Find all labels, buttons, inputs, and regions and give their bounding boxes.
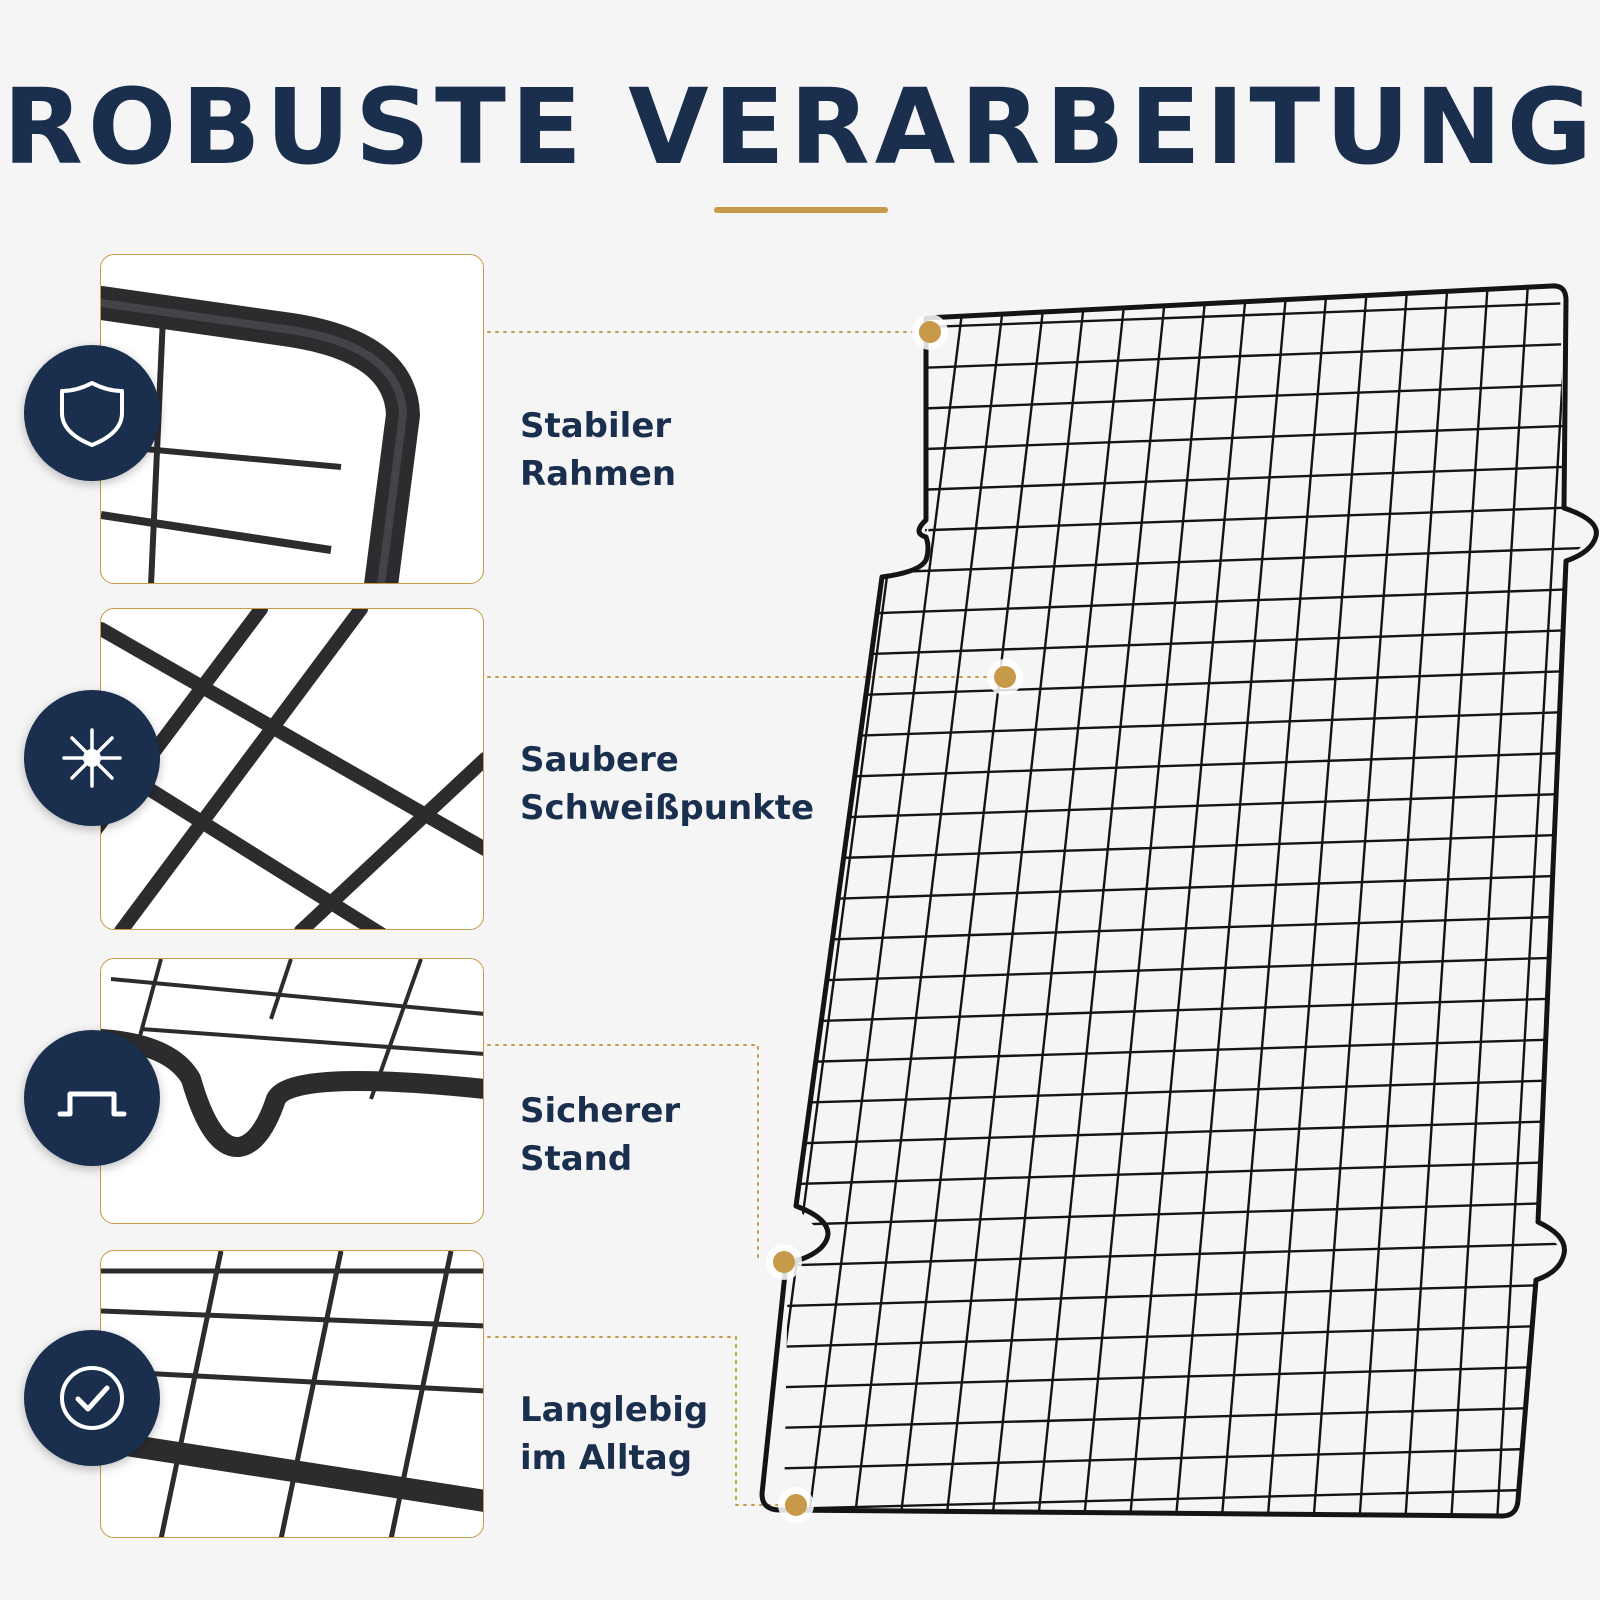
rack-grid-horizontal-wire	[784, 587, 1596, 620]
rack-grid-vertical-wire	[988, 286, 1132, 1515]
marker-dot	[919, 321, 941, 343]
badge-shield	[24, 345, 160, 481]
rack-grid-horizontal-wire	[784, 1241, 1596, 1268]
rack-grid-horizontal-wire	[784, 791, 1596, 822]
feature-label-weld-line1: Saubere	[520, 740, 679, 780]
rack-grid-horizontal-wire	[784, 423, 1596, 457]
rack-grid-horizontal-wire	[784, 1446, 1596, 1471]
rack-grid-horizontal-wire	[784, 1037, 1596, 1066]
rack-grid-horizontal-wire	[784, 1486, 1596, 1512]
rack-grid-horizontal-wire	[784, 1282, 1596, 1309]
feature-label-stand-line1: Sicherer	[520, 1091, 681, 1131]
headline-underline	[714, 207, 888, 213]
badge-stand	[24, 1030, 160, 1166]
rack-grid-vertical-wire	[1356, 286, 1452, 1515]
shield-icon	[60, 381, 124, 447]
rack-grid-vertical-wire	[1080, 286, 1212, 1515]
feature-card-weld	[100, 608, 484, 930]
rack-grid-horizontal-wire	[784, 873, 1596, 903]
rack-grid-vertical-wire	[1218, 286, 1332, 1515]
marker-dot	[785, 1494, 807, 1516]
rack-grid-horizontal-wire	[784, 1118, 1596, 1147]
badge-weld	[24, 690, 160, 826]
rack-grid-horizontal-wire	[784, 1405, 1596, 1431]
rack-grid-horizontal-wire	[784, 628, 1596, 660]
rack-grid-vertical-wire	[1172, 286, 1292, 1515]
rack-grid-horizontal-wire	[784, 996, 1596, 1025]
feature-label-stand-line2: Stand	[520, 1139, 633, 1179]
feature-label-frame: Stabiler Rahmen	[520, 402, 820, 498]
rack-grid-horizontal-wire	[784, 341, 1596, 376]
rack-grid-horizontal-wire	[784, 382, 1596, 417]
feature-label-frame-line1: Stabiler	[520, 406, 672, 446]
rack-grid-horizontal-wire	[784, 546, 1596, 579]
rack-grid-horizontal-wire	[784, 832, 1596, 863]
rack-grid-vertical-wire	[1264, 286, 1372, 1515]
badge-durable	[24, 1330, 160, 1466]
rack-grid-horizontal-wire	[784, 1364, 1596, 1390]
weld-points-closeup	[101, 609, 483, 929]
rack-grid-vertical-wire	[1126, 286, 1252, 1515]
check-circle-icon	[60, 1366, 124, 1430]
rack-grid-vertical-wire	[1494, 286, 1572, 1515]
rack-grid-vertical-wire	[1034, 286, 1172, 1515]
rack-grid-horizontal-wire	[784, 1159, 1596, 1187]
feature-label-durable-line1: Langlebig	[520, 1390, 709, 1430]
rack-grid-vertical-wire	[942, 286, 1092, 1515]
marker-dot	[773, 1251, 795, 1273]
feature-label-frame-line2: Rahmen	[520, 454, 677, 494]
rack-grid-horizontal-wire	[784, 1077, 1596, 1106]
marker-dot	[994, 666, 1016, 688]
rack-grid-horizontal-wire	[784, 709, 1596, 741]
rack-grid-vertical-wire	[1448, 286, 1532, 1515]
rack-foot-icon	[57, 1091, 127, 1117]
rack-grid-horizontal-wire	[784, 1323, 1596, 1349]
feature-card-durable	[100, 1250, 484, 1538]
feature-label-weld: Saubere Schweißpunkte	[520, 736, 820, 832]
weld-spark-icon	[62, 728, 122, 788]
rack-frame	[759, 283, 1599, 1519]
feature-label-durable-line2: im Alltag	[520, 1438, 693, 1478]
grid-edge-closeup	[101, 1251, 483, 1537]
rack-grid-horizontal-wire	[784, 914, 1596, 944]
headline: ROBUSTE VERARBEITUNG	[2, 66, 1598, 188]
feature-label-stand: Sicherer Stand	[520, 1087, 820, 1183]
rack-grid-horizontal-wire	[784, 464, 1596, 498]
rack-grid-horizontal-wire	[784, 1200, 1596, 1228]
rack-grid-horizontal-wire	[784, 750, 1596, 782]
rack-grid-horizontal-wire	[784, 955, 1596, 984]
frame-corner-closeup	[101, 286, 421, 583]
feature-label-durable: Langlebig im Alltag	[520, 1386, 820, 1482]
rack-grid-vertical-wire	[1310, 286, 1412, 1515]
rack-grid-horizontal-wire	[784, 668, 1596, 701]
feature-label-weld-line2: Schweißpunkte	[520, 788, 815, 828]
feature-card-stand	[100, 958, 484, 1224]
connector-line-stand	[487, 1044, 759, 1263]
rack-grid-vertical-wire	[1402, 286, 1492, 1515]
rack-grid-vertical-wire	[804, 286, 972, 1515]
